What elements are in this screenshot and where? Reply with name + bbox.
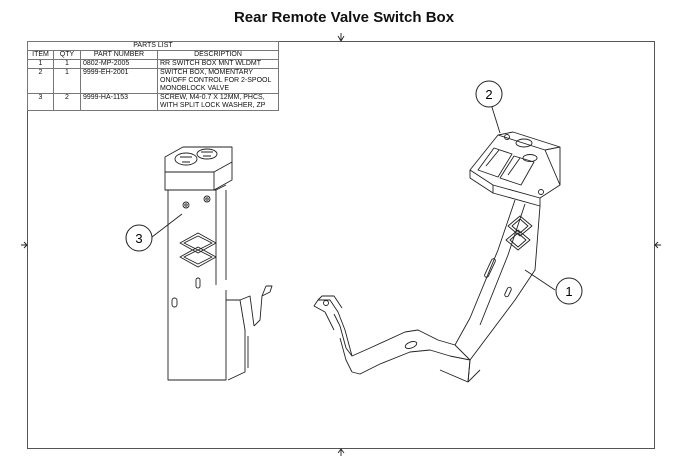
description-line: MONOBLOCK VALVE [160, 85, 229, 92]
callout-3 [125, 224, 153, 252]
description-line: ON/OFF CONTROL FOR 2-SPOOL [160, 77, 272, 84]
callout-3-label: 3 [135, 231, 142, 246]
description-line: WITH SPLIT LOCK WASHER, ZP [160, 102, 266, 109]
callout-2 [475, 80, 503, 108]
drawing-title: Rear Remote Valve Switch Box [233, 9, 455, 26]
description-line: SCREW, M4-0.7 X 12MM, PHCS, [160, 94, 265, 101]
parts-list-table: PARTS LIST ITEM QTY PART NUMBER DESCRIPT… [27, 41, 279, 111]
description-line: SWITCH BOX, MOMENTARY [160, 69, 254, 76]
drawing-border [27, 41, 655, 449]
callout-2-label: 2 [485, 87, 492, 102]
table-row: 3 2 9999-HA-1153 SCREW, M4-0.7 X 12MM, P… [27, 93, 279, 111]
right-view-bracket [313, 131, 561, 383]
callout-leaders [151, 103, 556, 291]
callout-1 [555, 277, 583, 305]
centering-marks [21, 33, 661, 456]
part-number-cell: 9999-EH-2001 [80, 68, 158, 94]
left-view-bracket [164, 146, 273, 381]
description-cell: SCREW, M4-0.7 X 12MM, PHCS, WITH SPLIT L… [157, 93, 279, 111]
callout-1-label: 1 [565, 284, 572, 299]
description-line: RR SWITCH BOX MNT WLDMT [160, 60, 261, 67]
